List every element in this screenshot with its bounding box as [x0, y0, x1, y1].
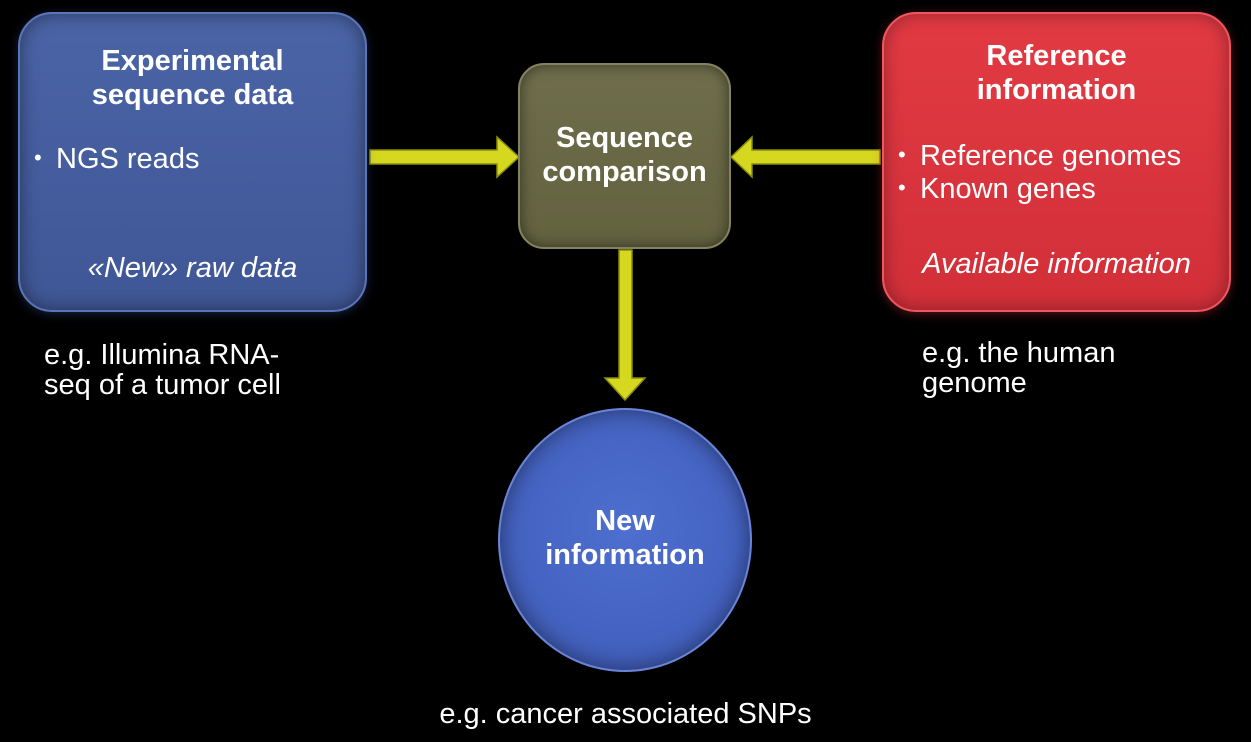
new-information-title: New information	[545, 505, 705, 571]
comparison-title: Sequence comparison	[542, 122, 707, 188]
arrow-experimental-to-comparison	[369, 135, 521, 179]
experimental-caption: e.g. Illumina RNA- seq of a tumor cell	[44, 339, 281, 401]
experimental-sequence-data-box: Experimental sequence data NGS reads «Ne…	[18, 12, 367, 312]
list-item: Reference genomes	[898, 139, 1181, 172]
sequence-comparison-box: Sequence comparison	[518, 63, 731, 249]
new-information-caption: e.g. cancer associated SNPs	[439, 698, 812, 730]
list-item: Known genes	[898, 172, 1181, 205]
reference-information-box: Reference information Reference genomes …	[882, 12, 1231, 312]
arrow-reference-to-comparison	[729, 135, 881, 179]
new-information-circle: New information	[498, 408, 752, 672]
list-item: NGS reads	[34, 142, 199, 175]
experimental-footer: «New» raw data	[87, 252, 298, 284]
arrow-comparison-to-new-information	[603, 249, 647, 402]
experimental-title: Experimental sequence data	[91, 45, 294, 111]
reference-title: Reference information	[976, 40, 1137, 106]
reference-caption: e.g. the human genome	[922, 337, 1116, 399]
reference-bullet-list: Reference genomes Known genes	[898, 139, 1181, 205]
reference-footer: Available information	[922, 248, 1191, 280]
experimental-bullet-list: NGS reads	[34, 142, 199, 175]
